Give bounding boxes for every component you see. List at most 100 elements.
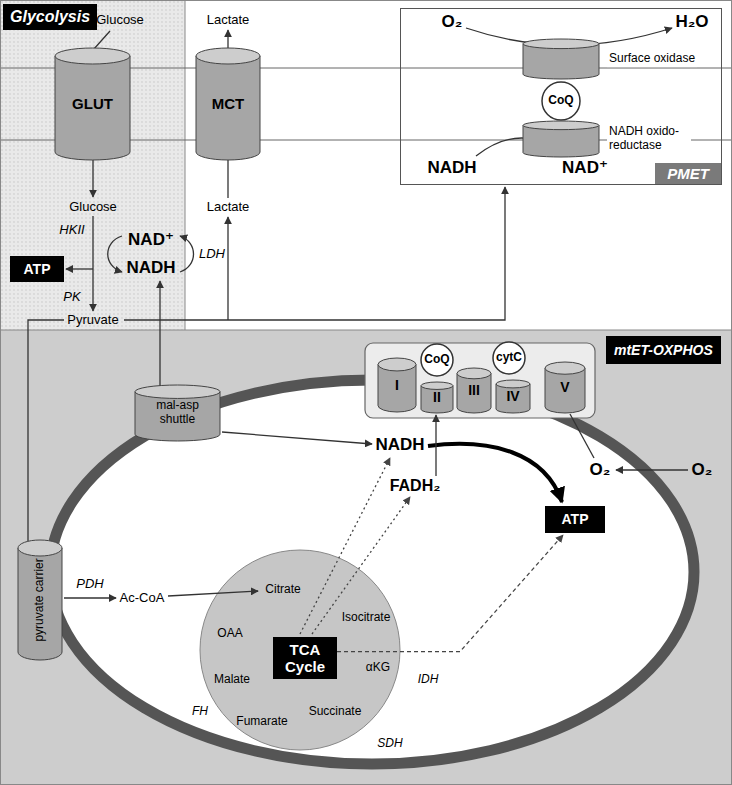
electron-flow-arrow [428, 444, 562, 502]
oxidase-cylinder: Surface oxidase [523, 39, 599, 79]
enzyme-label: PK [63, 290, 80, 304]
flux-arrow [227, 217, 228, 320]
cylinder-top [496, 380, 530, 388]
node-text: mal-asp shuttle [148, 399, 208, 427]
metabolite-label: Isocitrate [342, 611, 391, 624]
cylinder-top [421, 382, 453, 389]
carrier-cylinder: pyruvate carrier [18, 540, 62, 660]
node-text: GLUT [72, 95, 113, 112]
cylinder-body [545, 368, 585, 413]
atp-box: ATP [10, 256, 64, 282]
flux-arrow [168, 591, 258, 596]
flux-arrow [124, 187, 505, 320]
complex-cylinder: II [421, 382, 453, 413]
transporter-cylinder: GLUT [55, 48, 130, 160]
cylinder-top [523, 39, 599, 49]
redox-arc [180, 236, 194, 272]
complex-cylinder: IV [496, 380, 530, 413]
enzyme-label: SDH [377, 737, 402, 750]
section-label-box: mtET-OXPHOS [606, 336, 721, 364]
cylinder-top [545, 362, 585, 374]
flux-arrow [435, 415, 436, 476]
cylinder-top [55, 48, 130, 64]
metabolite-label: αKG [366, 661, 390, 674]
molecule-label: NADH [375, 436, 424, 455]
molecule-label: O₂ [442, 13, 463, 32]
node-text: NADH oxido- reductase [607, 124, 691, 154]
node-text: CoQ [548, 94, 573, 108]
molecule-label: H₂O [675, 13, 708, 32]
node-text: ATP [24, 261, 51, 277]
molecule-label: O₂ [590, 461, 611, 480]
metabolite-label: Pyruvate [67, 313, 118, 327]
enzyme-label: FH [192, 705, 208, 718]
cylinder-top [523, 121, 599, 130]
shuttle-cylinder: mal-asp shuttle [135, 385, 220, 441]
molecule-label: NADH [126, 259, 175, 278]
molecule-label: NADH [427, 159, 476, 178]
shape-outline [523, 121, 599, 157]
cylinder-body [18, 548, 62, 660]
cytosol-ground [0, 0, 732, 330]
mitochondrion-ground [0, 330, 732, 785]
cylinder-body [196, 56, 260, 160]
complex-cylinder: V [545, 362, 585, 413]
cylinder-body [378, 364, 416, 412]
metabolite-label: Glucose [96, 13, 144, 27]
panel-divider [0, 330, 732, 331]
glycolysis-panel: GlycolysisGLUTATP [0, 0, 185, 330]
flux-arrow [159, 281, 160, 388]
oxygen-line [570, 414, 594, 458]
metabolite-label: Lactate [207, 200, 250, 214]
metabolite-label: Ac-CoA [120, 591, 165, 605]
cylinder-body [421, 386, 453, 413]
metabolite-label: OAA [217, 627, 242, 640]
metabolite-label: Succinate [309, 705, 362, 718]
flux-arrow [337, 535, 563, 652]
cylinder-body [55, 56, 130, 160]
glycolysis-ground [0, 0, 185, 330]
coq-circle: CoQ [541, 81, 581, 121]
cylinder-top [135, 385, 220, 398]
cylinder-top [196, 48, 260, 64]
flux-arrow [66, 268, 93, 269]
cylinder-body [135, 392, 220, 441]
node-text: TCA Cycle [275, 641, 335, 676]
mitochondrion-outline [50, 380, 694, 764]
node-text: V [560, 379, 569, 395]
cylinder-body [457, 373, 491, 413]
tca-box: TCA Cycle [273, 637, 337, 680]
connector-layer [337, 535, 563, 652]
cytc-circle: cytC [492, 341, 526, 375]
enzyme-label: HKII [59, 223, 84, 237]
panel-divider [185, 0, 186, 330]
circle-outline [493, 342, 525, 374]
complex-cylinder: III [457, 368, 491, 413]
node-text: III [468, 382, 480, 398]
flux-arrow [222, 432, 372, 444]
node-text: cytC [496, 351, 522, 365]
molecule-label: FADH₂ [390, 477, 441, 495]
shape-outline [523, 39, 599, 79]
circle-outline [542, 82, 580, 120]
redox-arc [108, 236, 122, 272]
node-text: Surface oxidase [607, 51, 697, 67]
molecule-label: O₂ [692, 461, 713, 480]
enzyme-label: PDH [76, 577, 103, 591]
metabolite-label: Malate [214, 673, 250, 686]
dotted-arrow [312, 497, 410, 634]
node-text: PMET [655, 163, 721, 184]
metabolite-label: Fumarate [236, 715, 287, 728]
node-text: CoQ [424, 353, 449, 367]
metabolite-label: Citrate [265, 583, 300, 596]
node-text: ATP [562, 511, 589, 527]
tca-circle [200, 550, 400, 750]
node-text: mtET-OXPHOS [614, 342, 713, 358]
flux-arrow [616, 469, 688, 470]
circle-outline [421, 344, 453, 376]
metabolite-label: Glucose [69, 200, 117, 214]
node-text: II [433, 389, 441, 405]
cylinder-top [457, 368, 491, 379]
etc-panel [365, 343, 595, 418]
